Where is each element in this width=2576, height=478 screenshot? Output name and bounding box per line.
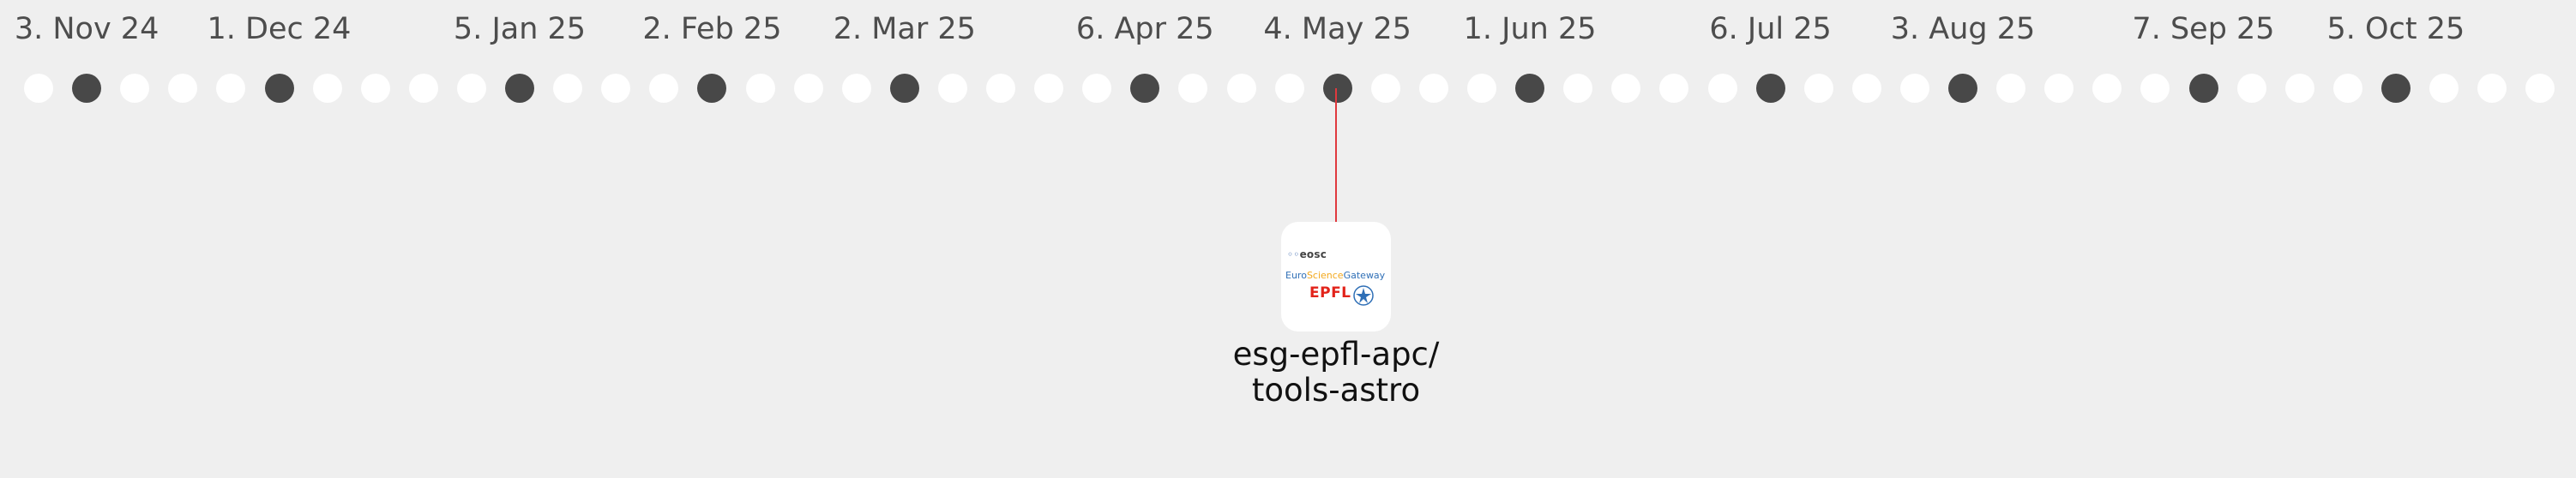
- timeline-dot[interactable]: [2525, 74, 2555, 103]
- timeline-dot[interactable]: [120, 74, 150, 103]
- date-label: 6. Jul 25: [1709, 12, 1832, 46]
- date-label: 1. Jun 25: [1463, 12, 1597, 46]
- timeline-dot[interactable]: [986, 74, 1015, 103]
- timeline-dot[interactable]: [2044, 74, 2074, 103]
- timeline-dot-active[interactable]: [1755, 74, 1785, 103]
- date-label: 1. Dec 24: [207, 12, 352, 46]
- timeline-dot-active[interactable]: [697, 74, 727, 103]
- timeline-dot[interactable]: [2284, 74, 2314, 103]
- repository-logo-card[interactable]: ◦◦eosc EuroScienceGateway EPFL: [1281, 222, 1391, 332]
- timeline-dot[interactable]: [24, 74, 53, 103]
- repository-name[interactable]: esg-epfl-apc/ tools-astro: [1233, 337, 1440, 409]
- timeline-dot[interactable]: [1996, 74, 2026, 103]
- timeline-dot[interactable]: [2140, 74, 2170, 103]
- timeline-dot[interactable]: [1226, 74, 1256, 103]
- timeline-dot[interactable]: [1611, 74, 1641, 103]
- timeline-dot-active[interactable]: [1948, 74, 1977, 103]
- date-label: 2. Mar 25: [833, 12, 976, 46]
- timeline-dot-active[interactable]: [1515, 74, 1545, 103]
- date-label: 3. Aug 25: [1890, 12, 2036, 46]
- gateway-gateway-text: Gateway: [1343, 270, 1386, 281]
- timeline-dot[interactable]: [745, 74, 775, 103]
- timeline-dot[interactable]: [216, 74, 246, 103]
- timeline-dot-active[interactable]: [2380, 74, 2410, 103]
- date-label: 3. Nov 24: [14, 12, 159, 46]
- date-label: 5. Jan 25: [453, 12, 587, 46]
- timeline-dot[interactable]: [601, 74, 631, 103]
- gateway-science-text: Science: [1306, 270, 1344, 281]
- date-label: 2. Feb 25: [642, 12, 782, 46]
- date-label: 7. Sep 25: [2132, 12, 2275, 46]
- epfl-logo-text: EPFL: [1309, 284, 1351, 302]
- timeline-dot[interactable]: [937, 74, 967, 103]
- timeline-dot[interactable]: [553, 74, 583, 103]
- timeline-dot[interactable]: [1851, 74, 1881, 103]
- eosc-label: eosc: [1299, 248, 1327, 260]
- repository-name-line1: esg-epfl-apc/: [1232, 336, 1440, 373]
- timeline-dot[interactable]: [168, 74, 198, 103]
- date-label: 4. May 25: [1263, 12, 1411, 46]
- timeline-dot[interactable]: [408, 74, 438, 103]
- timeline-dot[interactable]: [841, 74, 871, 103]
- timeline-dot[interactable]: [1274, 74, 1304, 103]
- timeline-dot[interactable]: [1082, 74, 1112, 103]
- timeline-dot[interactable]: [2332, 74, 2362, 103]
- timeline-dot[interactable]: [456, 74, 486, 103]
- timeline-dot[interactable]: [793, 74, 823, 103]
- timeline-dot-active[interactable]: [1322, 74, 1352, 103]
- timeline-dot[interactable]: [1467, 74, 1496, 103]
- timeline-dot[interactable]: [2477, 74, 2507, 103]
- timeline-dot-active[interactable]: [2188, 74, 2218, 103]
- euroscience-gateway-logo: EuroScienceGateway: [1285, 270, 1385, 281]
- timeline-dot-active[interactable]: [889, 74, 919, 103]
- timeline-dot-active[interactable]: [1130, 74, 1160, 103]
- repository-name-line2: tools-astro: [1251, 372, 1421, 409]
- timeline-dot[interactable]: [2236, 74, 2266, 103]
- timeline-dot-active[interactable]: [264, 74, 294, 103]
- timeline-dot[interactable]: [2092, 74, 2122, 103]
- timeline-dot[interactable]: [2429, 74, 2459, 103]
- timeline-dot[interactable]: [1659, 74, 1689, 103]
- astro-emblem-icon: [1353, 285, 1374, 306]
- timeline-dot-active[interactable]: [505, 74, 534, 103]
- timeline-dot[interactable]: [1034, 74, 1064, 103]
- timeline-dot[interactable]: [1803, 74, 1833, 103]
- gateway-euro-text: Euro: [1285, 270, 1307, 281]
- timeline-dot[interactable]: [1370, 74, 1400, 103]
- timeline-dot[interactable]: [1899, 74, 1929, 103]
- selection-connector: [1335, 88, 1337, 223]
- eosc-symbol-icon: ◦◦: [1287, 248, 1300, 260]
- eosc-logo-text: ◦◦eosc: [1287, 248, 1327, 260]
- timeline-dot-active[interactable]: [72, 74, 102, 103]
- timeline-dot[interactable]: [360, 74, 390, 103]
- date-label: 6. Apr 25: [1075, 12, 1214, 46]
- timeline-dot[interactable]: [1563, 74, 1593, 103]
- timeline-dot[interactable]: [1418, 74, 1448, 103]
- timeline-dot[interactable]: [649, 74, 679, 103]
- date-label: 5. Oct 25: [2326, 12, 2465, 46]
- timeline-dot[interactable]: [312, 74, 342, 103]
- timeline-dot[interactable]: [1178, 74, 1208, 103]
- timeline-dot[interactable]: [1707, 74, 1737, 103]
